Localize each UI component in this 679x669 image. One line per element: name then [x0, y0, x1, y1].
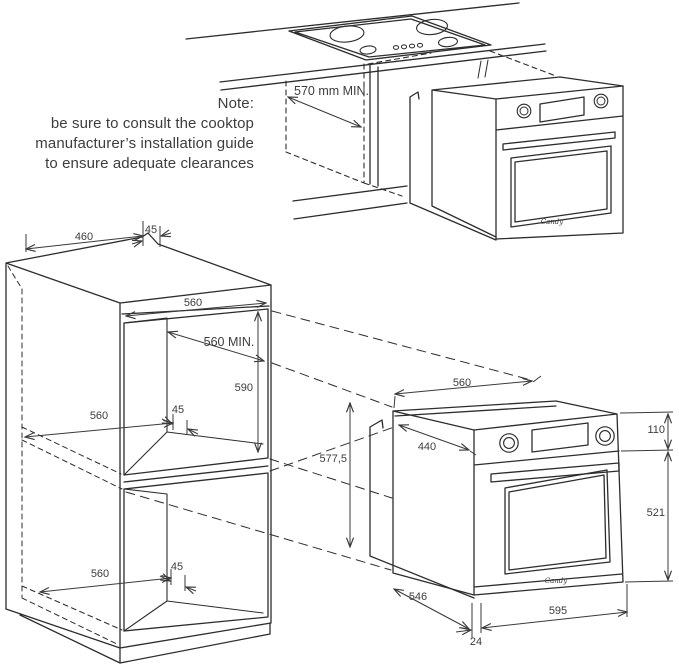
oven-body	[392, 400, 618, 596]
oven-right-knob	[595, 426, 615, 446]
top-oven-door-window	[510, 145, 612, 228]
note-line: to ensure adequate clearances	[45, 155, 254, 172]
note-text: Note: be sure to consult the cooktop man…	[18, 94, 254, 174]
cabinet-interior-upper	[123, 317, 264, 476]
dim-label-cab-45-top: 45	[145, 224, 157, 236]
burner-small-right	[437, 36, 459, 48]
top-oven-left-knob-inner	[519, 106, 529, 116]
top-oven-display	[539, 96, 585, 123]
dim-label-oven-521: 521	[647, 507, 665, 519]
top-oven-right-knob	[593, 93, 609, 109]
oven-side-trim	[369, 419, 475, 599]
dim-label-oven-577-5: 577,5	[319, 453, 347, 465]
top-oven-body	[431, 76, 624, 238]
cabinet-dimensions	[25, 221, 266, 592]
cabinet-outline	[5, 232, 272, 664]
niche-side-panels	[292, 64, 408, 220]
dim-label-cab-560-opening: 560	[184, 297, 202, 309]
dim-label-cab-560-base: 560	[91, 568, 109, 580]
countertop-lines	[185, 2, 547, 91]
cabinet-front-frame	[121, 305, 270, 632]
oven-display	[531, 422, 589, 453]
cooktop-outline	[288, 15, 492, 61]
dim-label-cab-560-shelf: 560	[90, 410, 108, 422]
note-line: be sure to consult the cooktop	[50, 115, 254, 132]
oven-left-knob	[499, 433, 519, 453]
top-oven-brand-logo: Candy	[541, 218, 565, 226]
dim-label-cab-45-shelf: 45	[172, 404, 184, 416]
dim-label-cab-560-min: 560 MIN.	[204, 335, 255, 349]
cooktop-control-knobs	[392, 42, 424, 50]
burner-small-center	[359, 45, 377, 55]
clearance-box-dashes	[285, 50, 557, 197]
dim-label-oven-546: 546	[409, 591, 427, 603]
dim-label-oven-24: 24	[470, 636, 482, 648]
burner-large-left	[329, 25, 365, 43]
top-oven-fascia	[495, 85, 624, 240]
dim-label-oven-440: 440	[418, 441, 436, 453]
cabinet-interior-lower	[123, 488, 264, 632]
dim-label-oven-560: 560	[453, 377, 471, 389]
oven-dimensions	[350, 375, 674, 638]
oven-door-window	[504, 469, 611, 575]
top-oven-right-knob-inner	[596, 96, 606, 106]
top-oven-trim	[409, 91, 497, 241]
burner-large-right	[416, 18, 448, 36]
hidden-edge-dashes	[7, 265, 123, 646]
oven-fascia	[473, 413, 624, 596]
top-oven-handle	[502, 131, 616, 151]
dim-label-cab-45-base: 45	[171, 561, 183, 573]
top-oven-left-knob	[516, 103, 532, 119]
dim-label-oven-110: 110	[647, 424, 665, 436]
oven-right-knob-inner	[599, 430, 611, 442]
clearance-dimension	[288, 97, 361, 127]
dim-label-570-min: 570 mm MIN.	[294, 84, 369, 98]
oven-handle	[490, 462, 620, 483]
oven-brand-logo: Candy	[545, 577, 569, 585]
counter-break-marks	[477, 59, 489, 79]
note-line: manufacturer’s installation guide	[35, 135, 254, 152]
dim-label-oven-595: 595	[549, 605, 567, 617]
dim-label-cab-590: 590	[235, 382, 253, 394]
burner-rings	[329, 18, 459, 55]
note-title: Note:	[217, 95, 254, 112]
projection-dashes	[125, 310, 532, 571]
dim-label-cab-460: 460	[75, 231, 93, 243]
oven-left-knob-inner	[503, 437, 515, 449]
